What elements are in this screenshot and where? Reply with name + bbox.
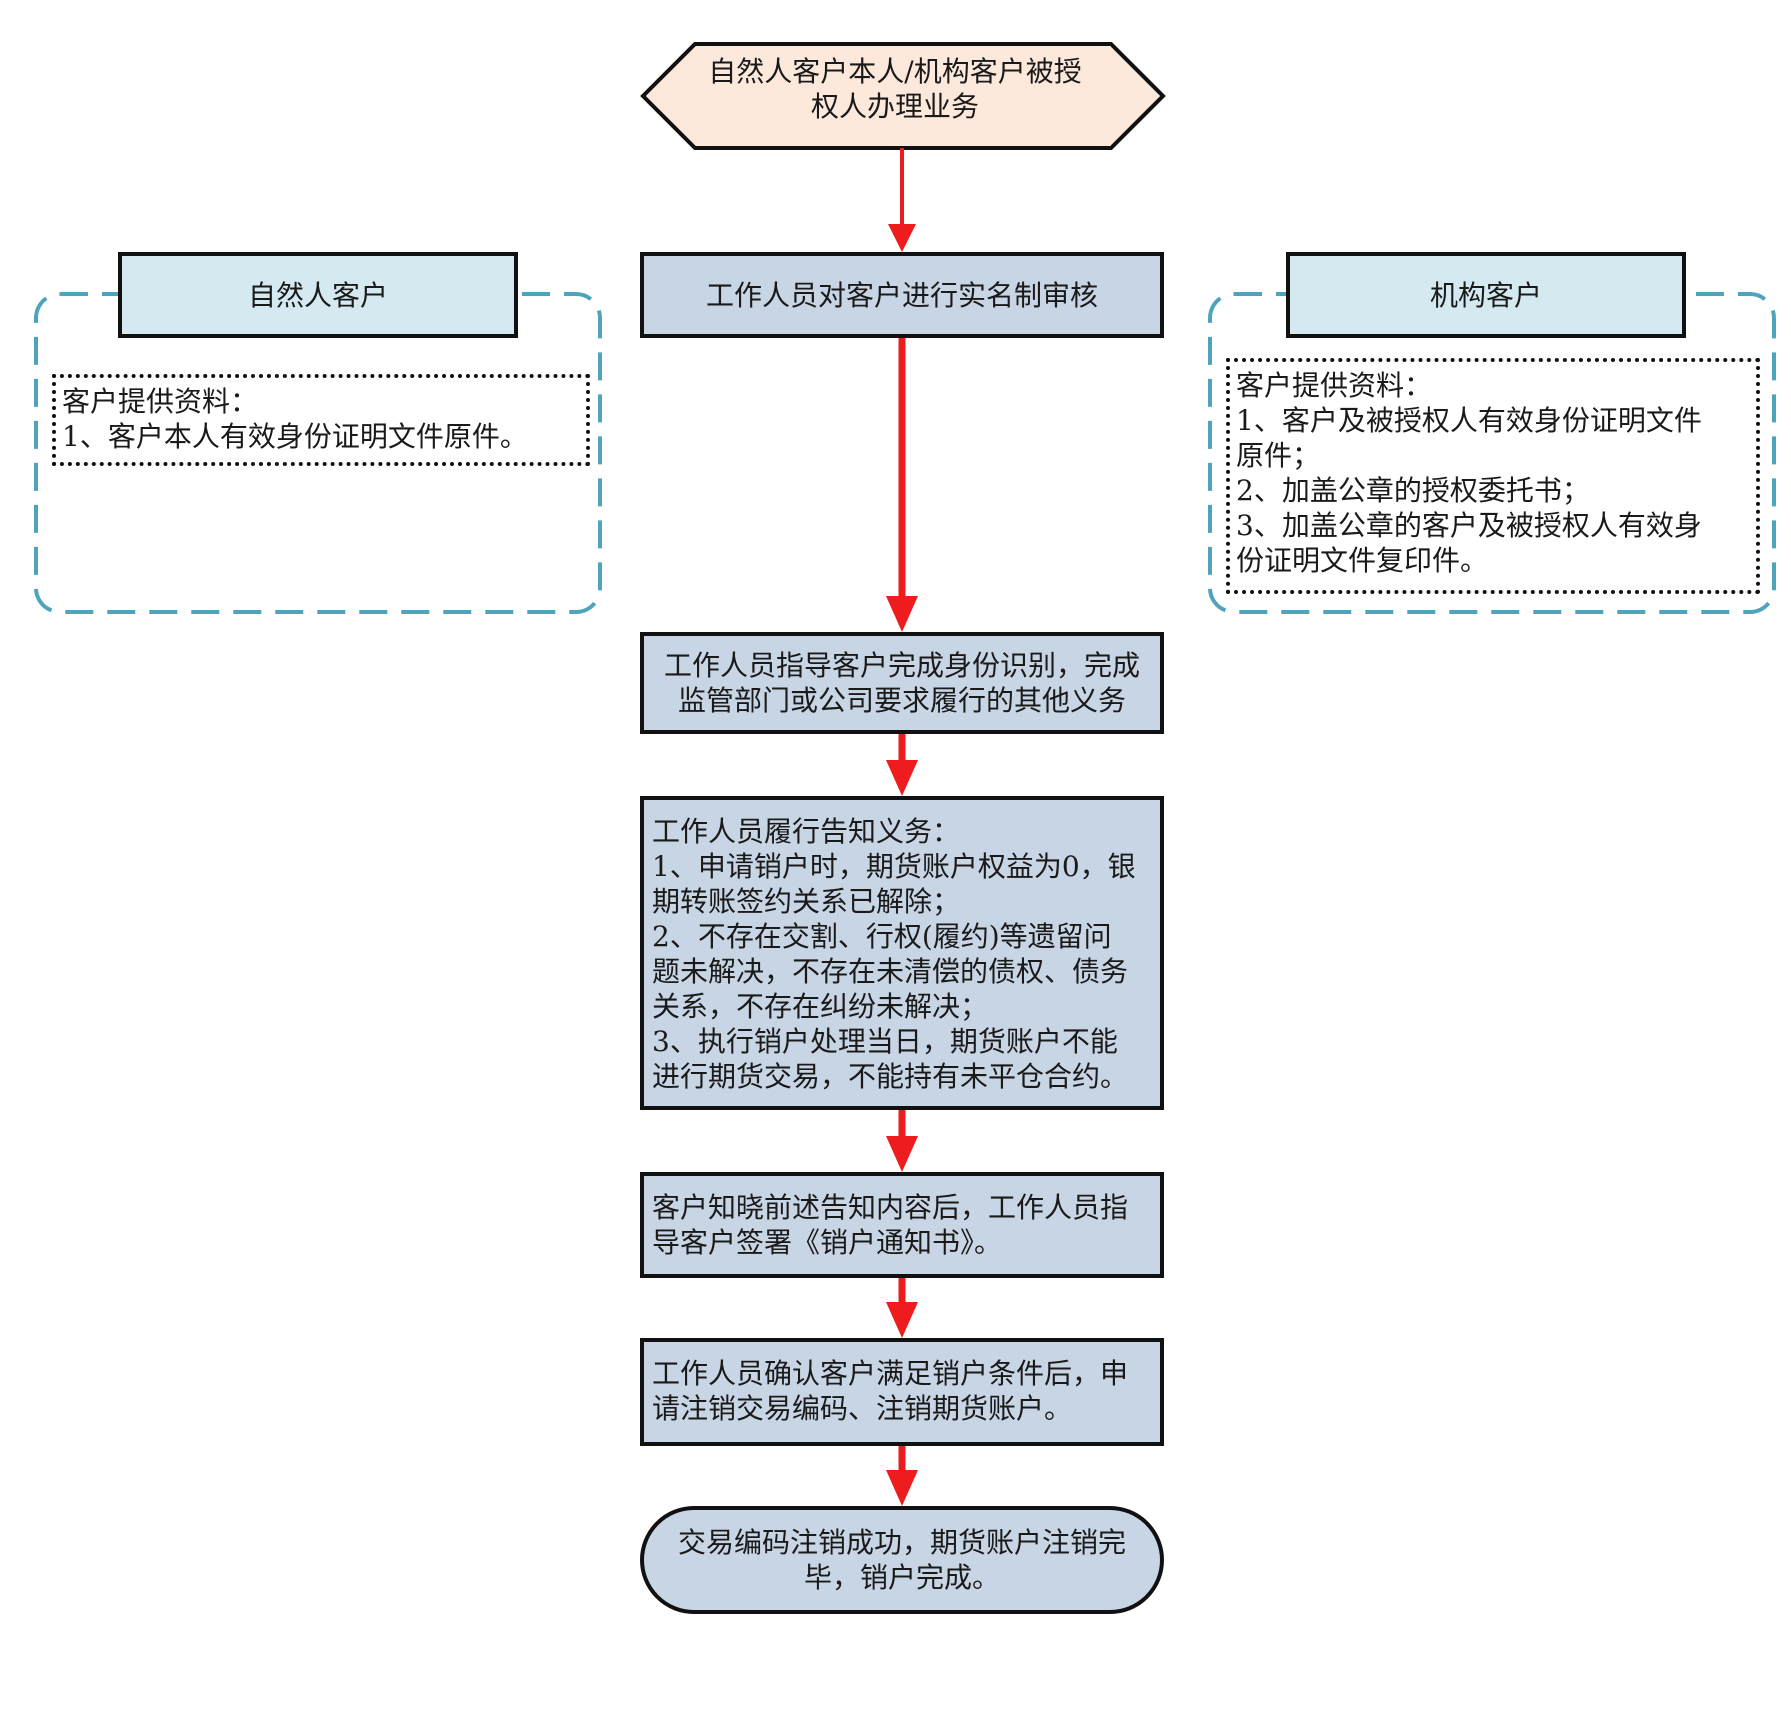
arrow-step4-to-step5 bbox=[886, 1276, 918, 1338]
natural-person-materials: 客户提供资料： 1、客户本人有效身份证明文件原件。 bbox=[52, 374, 590, 466]
step-sign-notice: 客户知晓前述告知内容后，工作人员指 导客户签署《销户通知书》。 bbox=[640, 1172, 1164, 1278]
step-apply-cancellation: 工作人员确认客户满足销户条件后，申 请注销交易编码、注销期货账户。 bbox=[640, 1338, 1164, 1446]
institution-materials: 客户提供资料： 1、客户及被授权人有效身份证明文件 原件； 2、加盖公章的授权委… bbox=[1226, 358, 1760, 594]
arrow-step5-to-end bbox=[886, 1444, 918, 1506]
step-line: 2、不存在交割、行权(履约)等遗留问 bbox=[652, 920, 1112, 953]
start-node-label: 自然人客户本人/机构客户被授 权人办理业务 bbox=[640, 54, 1150, 124]
arrow-step2-to-step3 bbox=[886, 732, 918, 796]
step-line: 客户知晓前述告知内容后，工作人员指 bbox=[652, 1191, 1129, 1224]
step-line: 工作人员指导客户完成身份识别，完成 bbox=[663, 649, 1140, 682]
materials-line: 2、加盖公章的授权委托书； bbox=[1236, 474, 1590, 507]
institution-header-label: 机构客户 bbox=[1429, 278, 1542, 312]
step-line: 工作人员履行告知义务： bbox=[652, 815, 961, 848]
start-line: 自然人客户本人/机构客户被授 bbox=[708, 55, 1082, 88]
start-hexagon bbox=[640, 42, 1166, 150]
step-line: 期转账签约关系已解除； bbox=[652, 885, 961, 918]
step-line: 进行期货交易，不能持有未平仓合约。 bbox=[652, 1060, 1129, 1093]
step-line: 关系，不存在纠纷未解决； bbox=[652, 990, 989, 1023]
step-line: 1、申请销户时，期货账户权益为0，银 bbox=[652, 850, 1136, 883]
arrow-step1-to-step2 bbox=[886, 334, 918, 632]
step-line: 工作人员确认客户满足销户条件后，申 bbox=[652, 1357, 1129, 1390]
materials-line: 1、客户及被授权人有效身份证明文件 bbox=[1236, 404, 1702, 437]
materials-line: 1、客户本人有效身份证明文件原件。 bbox=[62, 420, 528, 453]
step-line: 请注销交易编码、注销期货账户。 bbox=[652, 1392, 1073, 1425]
end-line: 交易编码注销成功，期货账户注销完 bbox=[677, 1526, 1126, 1559]
arrow-start-to-step1 bbox=[888, 148, 916, 252]
step-line: 工作人员对客户进行实名制审核 bbox=[705, 278, 1098, 312]
natural-person-header: 自然人客户 bbox=[118, 252, 518, 338]
step-real-name-review: 工作人员对客户进行实名制审核 bbox=[640, 252, 1164, 338]
materials-line: 原件； bbox=[1236, 439, 1321, 472]
arrow-step3-to-step4 bbox=[886, 1108, 918, 1172]
materials-line: 客户提供资料： bbox=[1236, 369, 1433, 402]
natural-person-header-label: 自然人客户 bbox=[247, 278, 388, 312]
step-notification-duty: 工作人员履行告知义务： 1、申请销户时，期货账户权益为0，银 期转账签约关系已解… bbox=[640, 796, 1164, 1110]
institution-header: 机构客户 bbox=[1286, 252, 1686, 338]
step-identity-verification: 工作人员指导客户完成身份识别，完成 监管部门或公司要求履行的其他义务 bbox=[640, 632, 1164, 734]
end-terminal: 交易编码注销成功，期货账户注销完 毕，销户完成。 bbox=[640, 1506, 1164, 1614]
materials-line: 份证明文件复印件。 bbox=[1236, 544, 1489, 577]
materials-line: 客户提供资料： bbox=[62, 385, 259, 418]
step-line: 3、执行销户处理当日，期货账户不能 bbox=[652, 1025, 1118, 1058]
start-line: 权人办理业务 bbox=[810, 90, 979, 123]
step-line: 导客户签署《销户通知书》。 bbox=[652, 1226, 1003, 1259]
end-line: 毕，销户完成。 bbox=[803, 1561, 1000, 1594]
step-line: 监管部门或公司要求履行的其他义务 bbox=[677, 684, 1126, 717]
materials-line: 3、加盖公章的客户及被授权人有效身 bbox=[1236, 509, 1702, 542]
step-line: 题未解决，不存在未清偿的债权、债务 bbox=[652, 955, 1129, 988]
